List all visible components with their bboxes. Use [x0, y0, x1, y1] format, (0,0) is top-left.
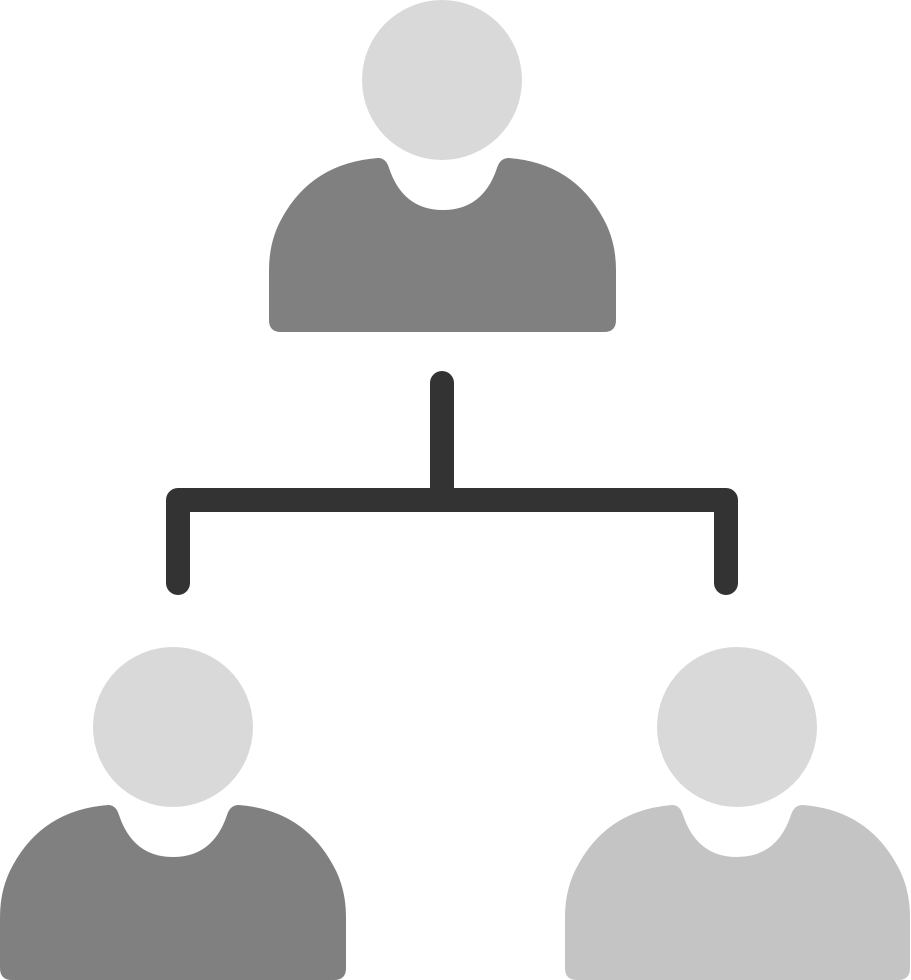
- bottom-right-person-icon: [565, 647, 910, 980]
- bottom-right-person-body: [565, 805, 910, 980]
- bottom-left-person-head: [93, 647, 253, 807]
- connector-lines: [166, 371, 738, 595]
- top-person-body: [269, 158, 616, 332]
- hierarchy-connector: [166, 371, 738, 595]
- bottom-left-person-icon: [0, 647, 346, 980]
- bottom-right-person-head: [657, 647, 817, 807]
- bottom-left-person-body: [0, 805, 346, 980]
- top-person-icon: [269, 0, 616, 332]
- top-person-head: [362, 0, 522, 160]
